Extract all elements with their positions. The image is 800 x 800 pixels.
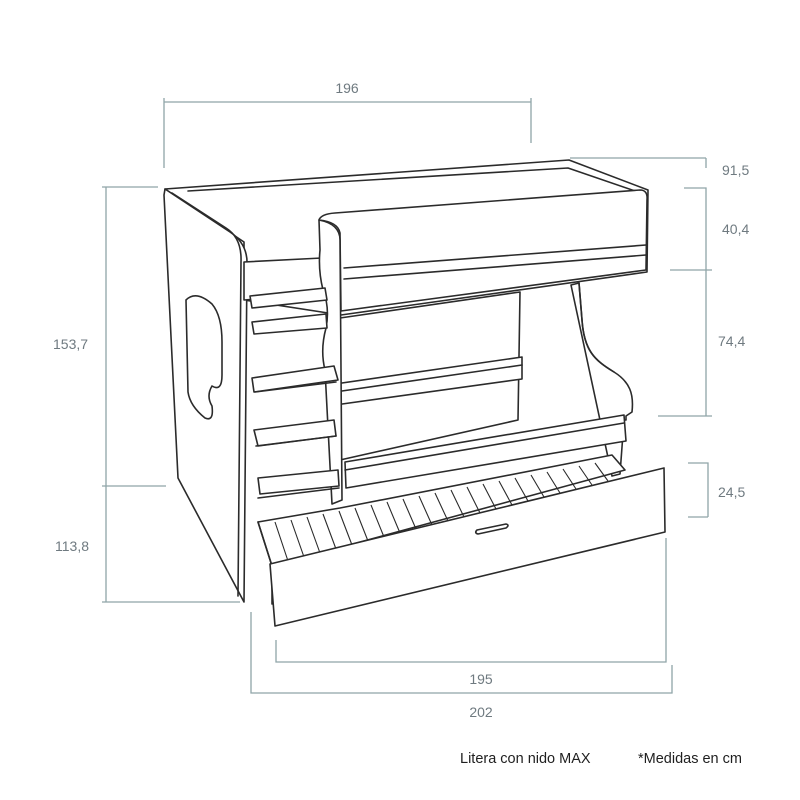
dim-lower-height: 113,8: [55, 538, 89, 554]
dim-total-height: 153,7: [53, 336, 88, 352]
dim-drawer-width: 195: [469, 671, 493, 687]
ladder-step: [251, 313, 328, 335]
trundle-front: [269, 467, 666, 627]
ladder-step: [253, 419, 337, 447]
dimension-lines: [102, 98, 712, 694]
trundle-slats: [274, 462, 609, 562]
panel-handle-cutout: [185, 295, 223, 420]
dim-top-width: 196: [335, 80, 359, 96]
dim-upper-clearance: 74,4: [718, 333, 745, 349]
ladder-step: [249, 287, 328, 309]
units-note: *Medidas en cm: [638, 751, 742, 767]
trundle-handle: [474, 523, 509, 535]
left-end-panel: [163, 188, 248, 603]
dim-drawer-height: 24,5: [718, 484, 745, 500]
upper-guard: [318, 189, 648, 312]
dim-top-depth: 91,5: [722, 162, 749, 178]
bed-frame: [163, 159, 666, 627]
ladder-post: [318, 219, 343, 505]
lower-bunk-rail: [344, 414, 627, 489]
dim-total-width: 202: [469, 704, 493, 720]
ladder-step: [257, 469, 340, 495]
product-name: Litera con nido MAX: [460, 751, 591, 767]
ladder-step: [251, 365, 339, 393]
dim-guard-height: 40,4: [722, 221, 749, 237]
